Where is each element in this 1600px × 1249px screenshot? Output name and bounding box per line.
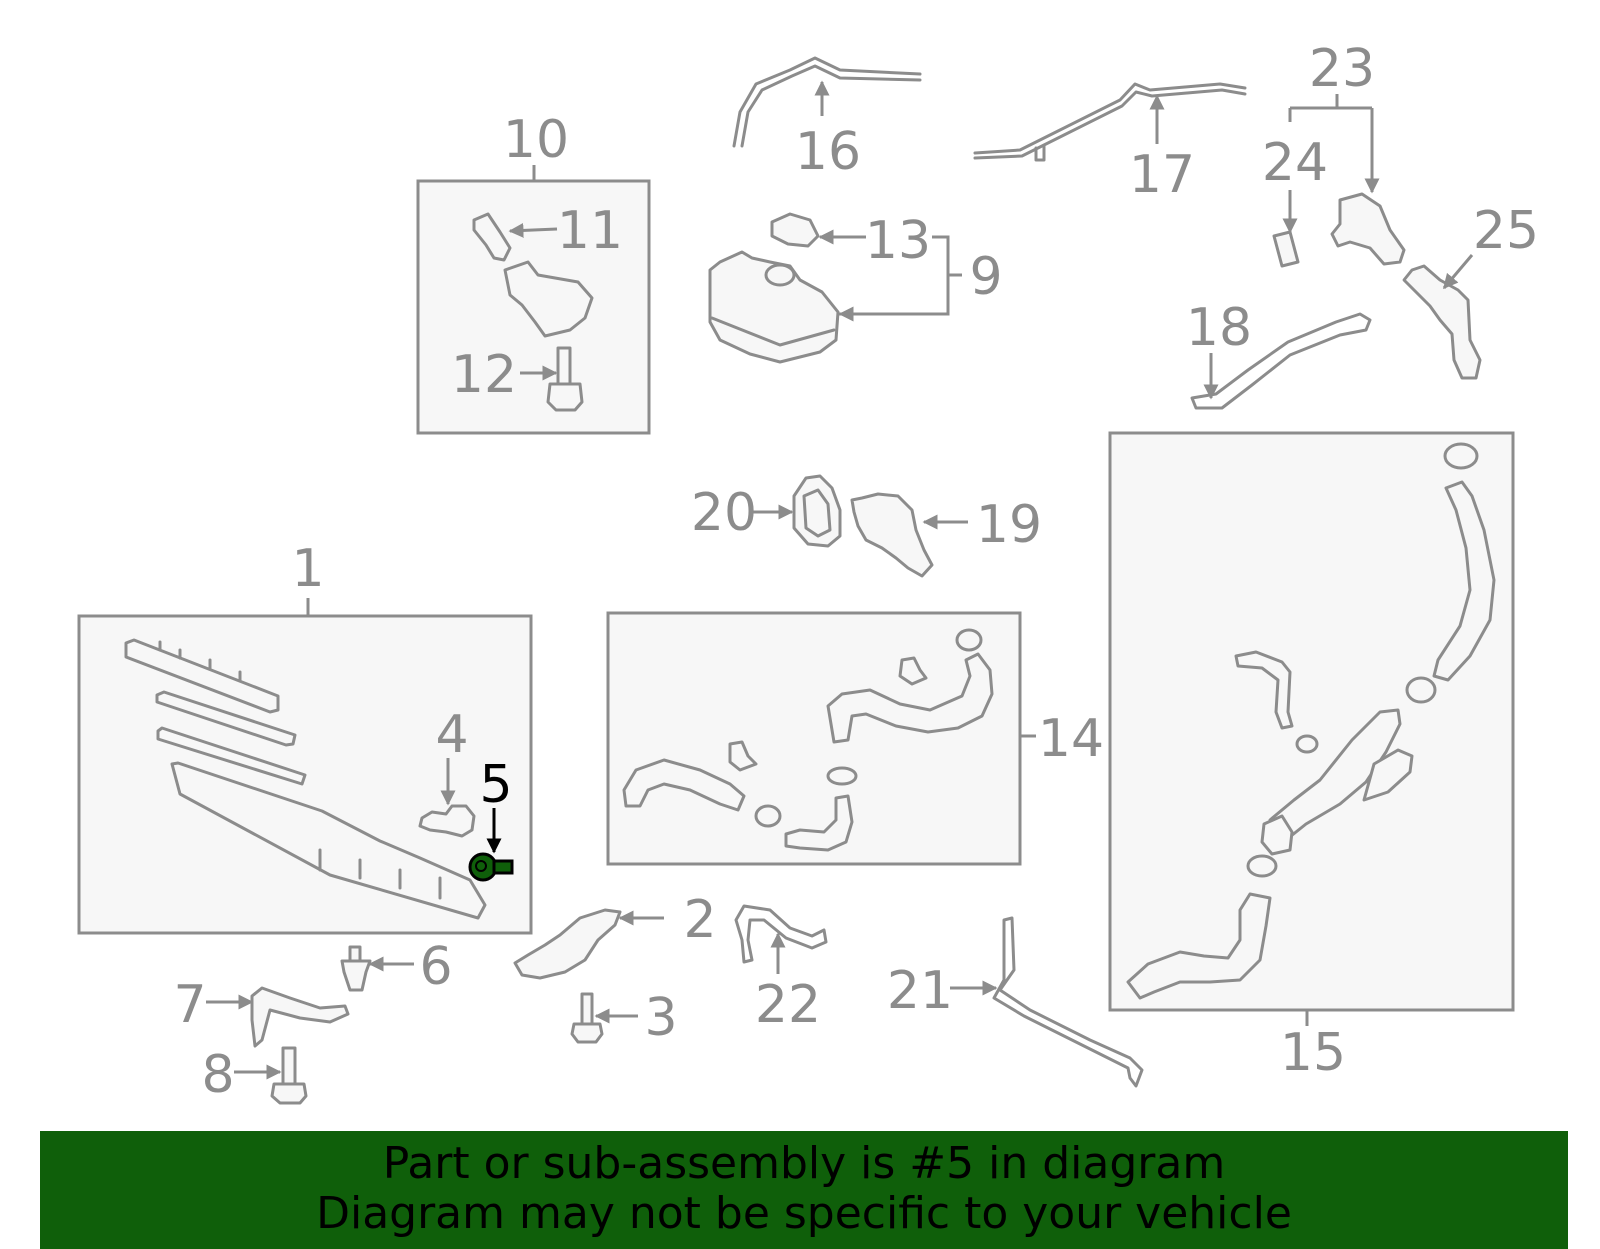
callout-3: 3 (644, 988, 677, 1048)
callout-13: 13 (865, 211, 931, 271)
callout-2: 2 (683, 890, 716, 950)
part-18-hose (1190, 312, 1372, 410)
callout-12: 12 (451, 345, 517, 405)
part-5-highlighted (468, 852, 514, 882)
callout-7: 7 (173, 975, 206, 1035)
part-8-bolt (270, 1046, 308, 1105)
part-9-reservoir (708, 250, 840, 364)
part-16-pipe (732, 56, 922, 148)
part-12-bolt (546, 346, 584, 412)
part-15-hose-kit (1126, 442, 1496, 1000)
callout-16: 16 (795, 122, 861, 182)
callout-25: 25 (1473, 201, 1539, 261)
callout-19: 19 (976, 495, 1042, 555)
group-box-15 (1108, 431, 1515, 1012)
part-23-housing (1330, 192, 1406, 266)
info-banner: Part or sub-assembly is #5 in diagram Di… (40, 1131, 1568, 1249)
part-10-bracket (503, 260, 594, 338)
part-21-pipe (992, 916, 1144, 1088)
banner-line-part: Part or sub-assembly is #5 in diagram (382, 1138, 1226, 1189)
callout-1: 1 (291, 539, 324, 599)
callout-8: 8 (201, 1045, 234, 1105)
callout-17: 17 (1129, 145, 1195, 205)
callout-20: 20 (691, 483, 757, 543)
part-2-bracket (513, 908, 622, 980)
callout-18: 18 (1186, 298, 1252, 358)
callout-9: 9 (969, 247, 1002, 307)
callout-14: 14 (1038, 709, 1104, 769)
callout-5: 5 (479, 755, 512, 815)
part-13-cap (770, 212, 820, 248)
leader-25 (1442, 254, 1474, 290)
part-17-pipe (973, 82, 1247, 155)
part-24-gasket (1272, 230, 1300, 268)
part-1-deflector-assembly (124, 638, 487, 920)
part-6-push-pin (340, 945, 372, 992)
part-3-bolt (570, 992, 604, 1044)
part-4-clip (418, 804, 476, 838)
part-22-hose (734, 904, 828, 964)
callout-6: 6 (419, 937, 452, 997)
callout-11: 11 (557, 201, 623, 261)
callout-4: 4 (435, 705, 468, 765)
leader-23 (1288, 94, 1374, 190)
part-25-pipe (1402, 264, 1482, 380)
part-7-bracket (250, 986, 350, 1048)
banner-line-disclaimer: Diagram may not be specific to your vehi… (316, 1188, 1292, 1239)
group-box-14 (606, 611, 1022, 866)
leader-11 (508, 222, 558, 238)
callout-21: 21 (887, 961, 953, 1021)
callout-15: 15 (1280, 1023, 1346, 1083)
callout-24: 24 (1262, 133, 1328, 193)
part-19-water-pump (850, 492, 934, 578)
callout-22: 22 (755, 975, 821, 1035)
callout-10: 10 (503, 110, 569, 170)
callout-23: 23 (1309, 39, 1375, 99)
part-14-hose-kit (622, 628, 994, 852)
part-11-clip (472, 212, 512, 262)
